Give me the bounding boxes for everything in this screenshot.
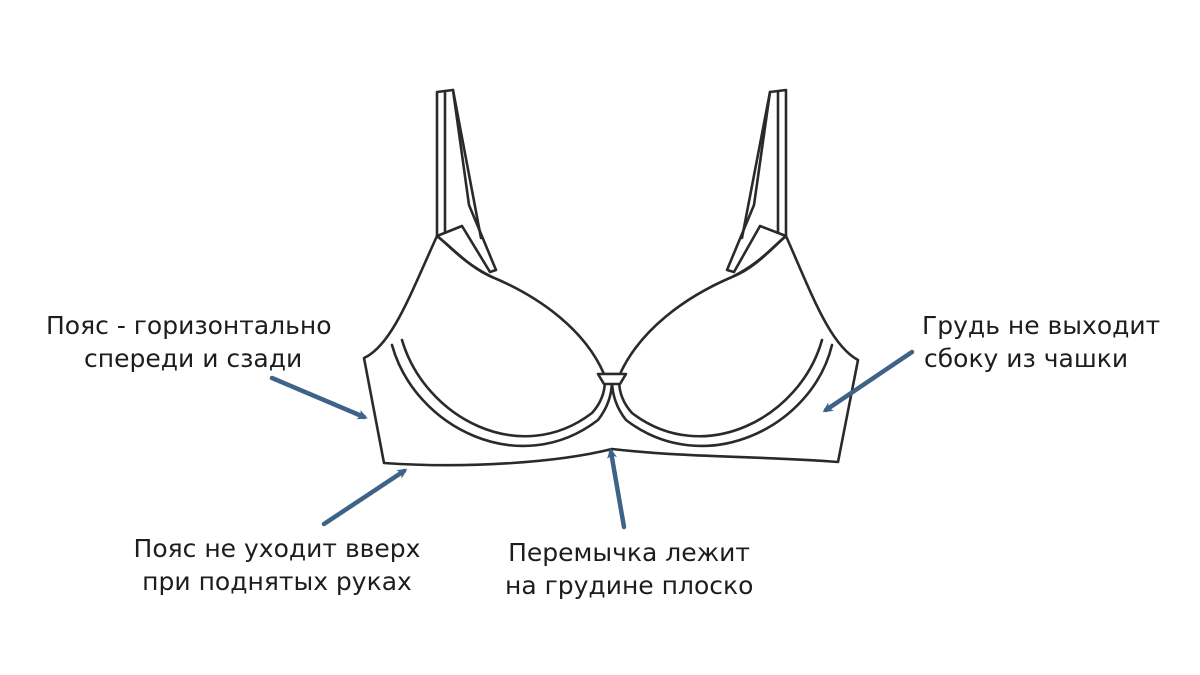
callout-belt-no-rise-line1: Пояс не уходит вверх [133,534,421,563]
left-cup-neckline [435,234,494,279]
bra-illustration [362,88,860,467]
arrow-belt-no-rise [321,468,408,527]
left-strap [435,88,498,274]
arrow-breast-side [822,349,915,413]
right-cup-piping-inner [617,338,824,438]
callout-belt-no-rise: Пояс не уходит вверх при поднятых руках [132,532,422,598]
callout-belt-horizontal: Пояс - горизонтально спереди и сзади [46,309,332,375]
arrow-gore-flat [607,448,627,530]
callout-gore-flat-line2: на грудине плоско [505,571,754,600]
callout-belt-horizontal-line2: спереди и сзади [84,344,303,373]
callout-arrows [269,349,915,530]
callout-breast-side-line2: сбоку из чашки [924,344,1129,373]
right-cup-neckline [730,234,788,279]
callout-belt-no-rise-line2: при поднятых руках [142,567,412,596]
left-cup-piping [390,343,614,448]
arrow-belt-horizontal [269,375,368,420]
right-strap [725,88,788,274]
left-cup-piping-inner [400,338,607,438]
center-gore [596,372,628,386]
callout-belt-horizontal-line1: Пояс - горизонтально [46,311,332,340]
callout-gore-flat-line1: Перемычка лежит [508,538,750,567]
callout-breast-side: Грудь не выходит сбоку из чашки [922,309,1160,375]
callout-breast-side-line1: Грудь не выходит [922,311,1161,340]
right-cup-piping [610,343,834,448]
callout-gore-flat: Перемычка лежит на грудине плоско [505,536,753,602]
bra-body-outline [362,234,860,467]
